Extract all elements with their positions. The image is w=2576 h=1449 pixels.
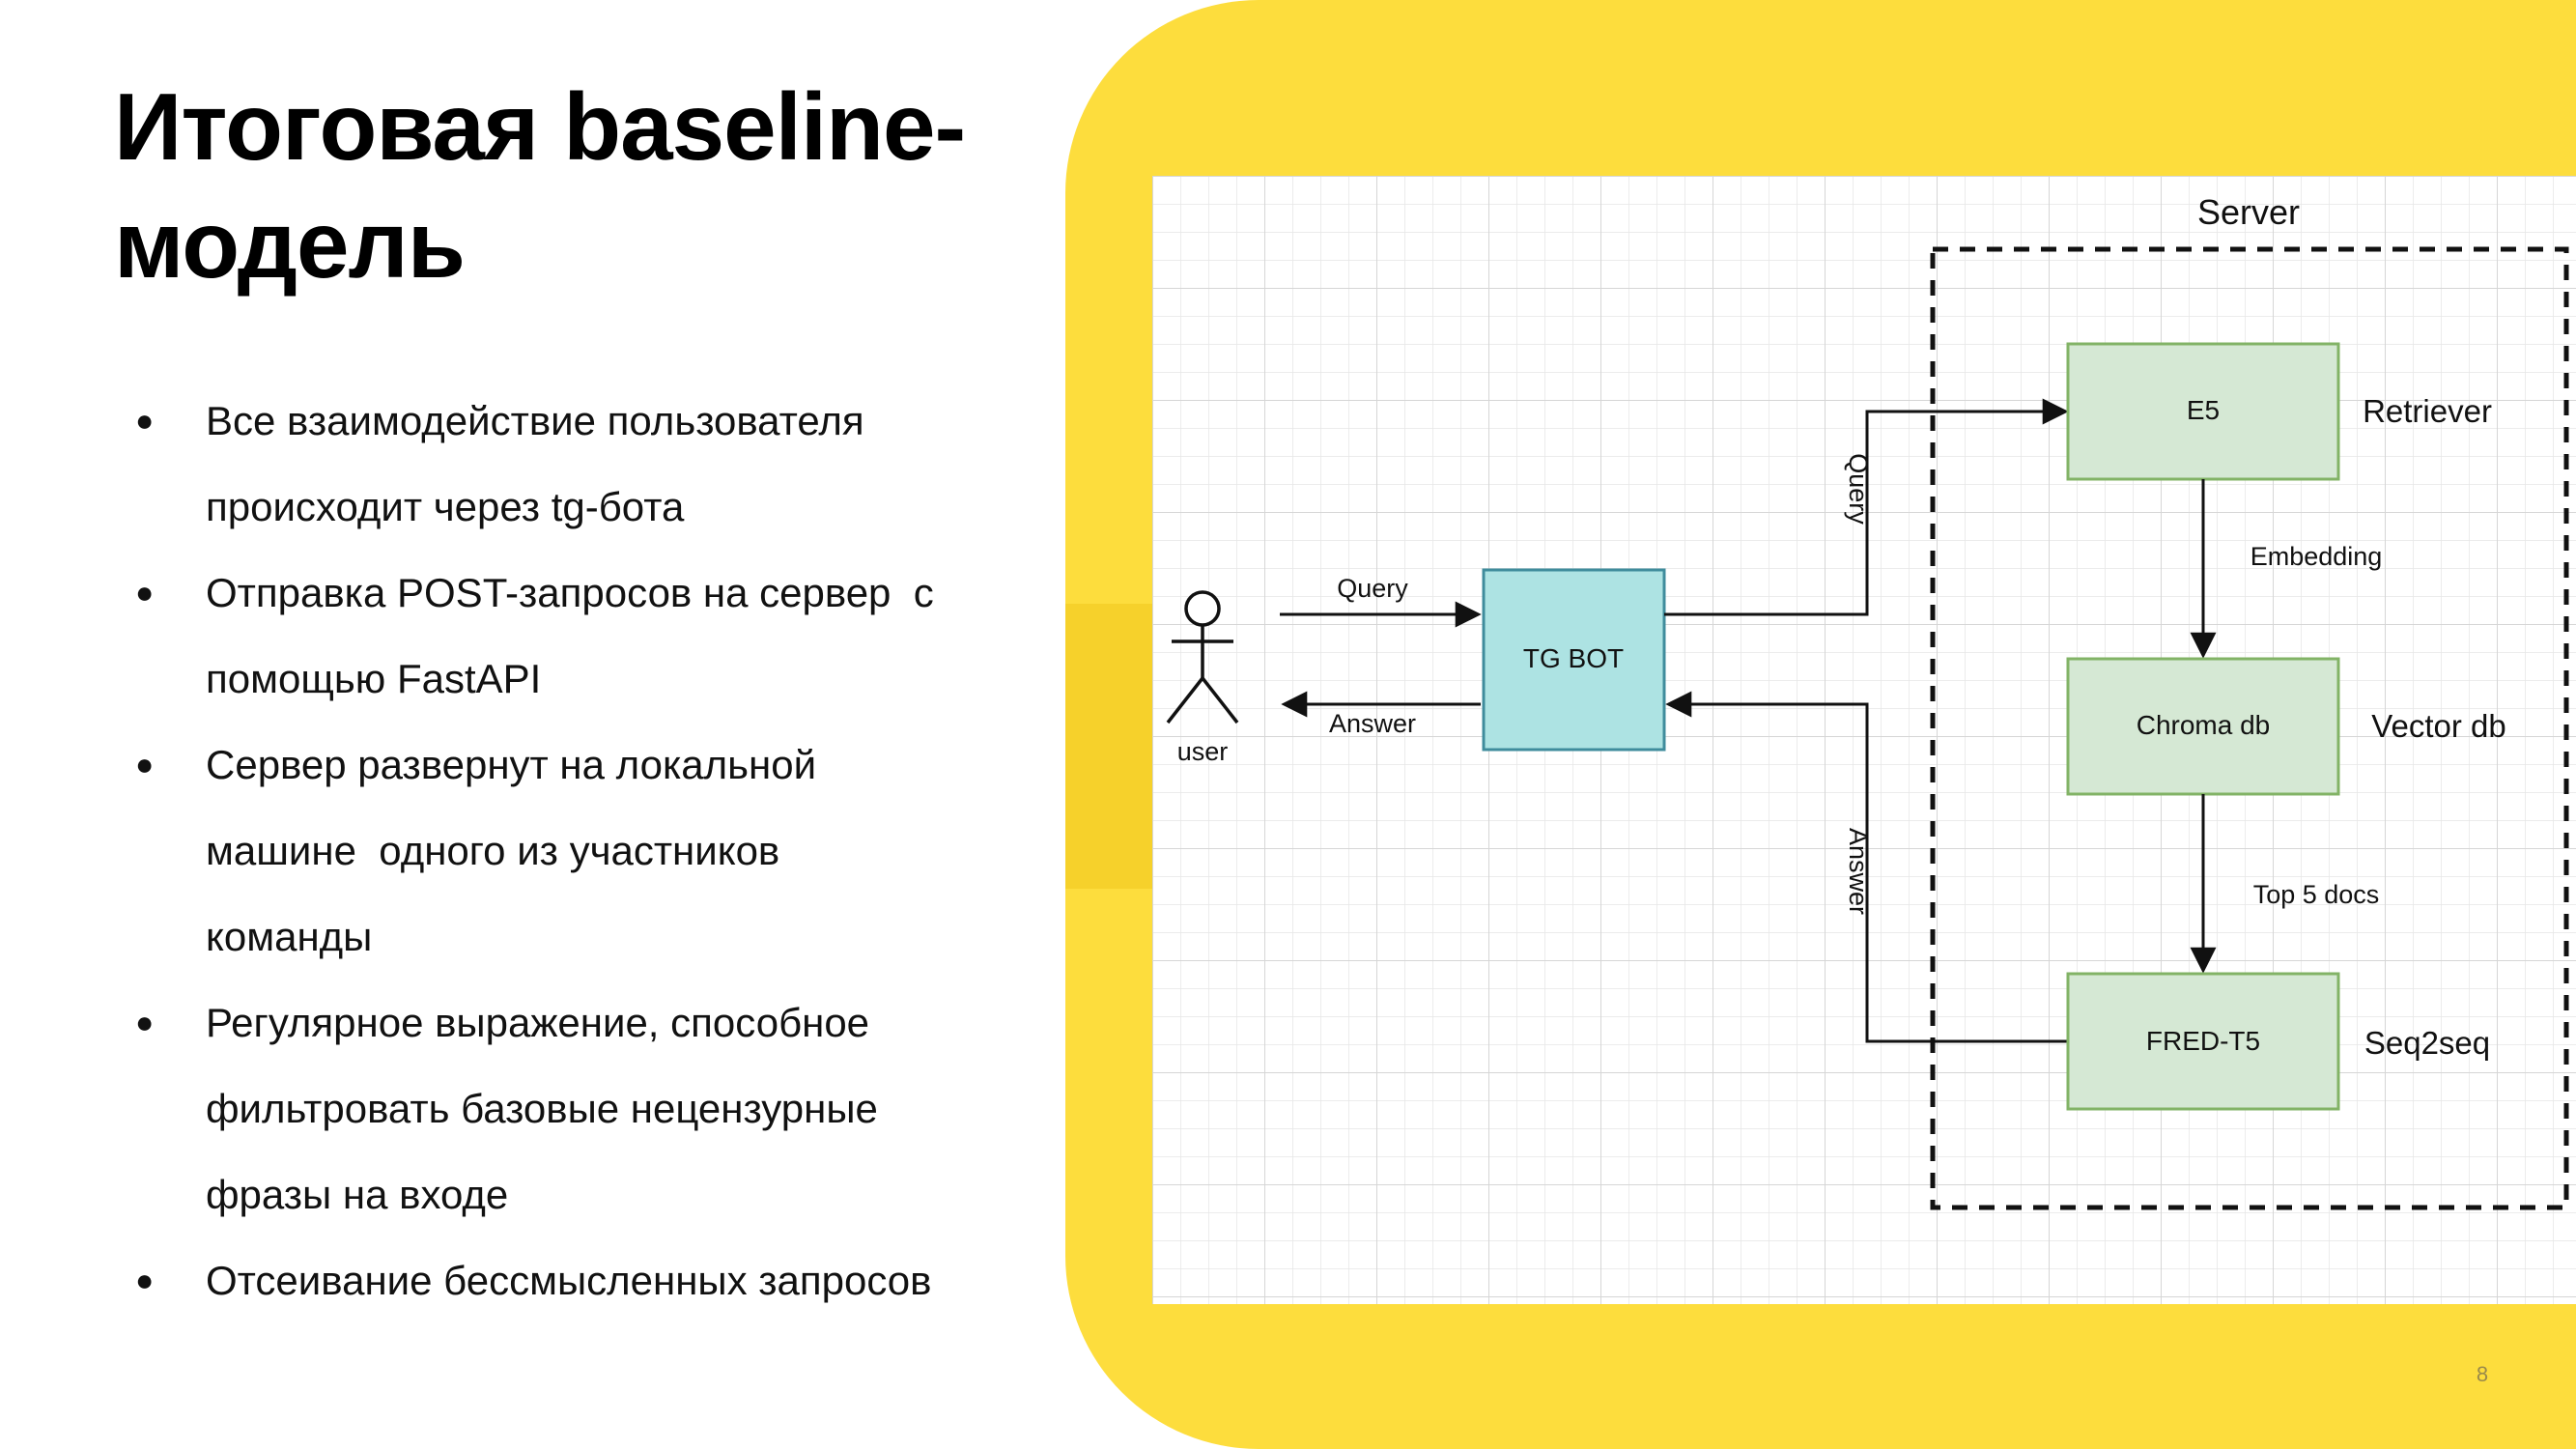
bullet-line: Отсеивание бессмысленных запросов <box>206 1258 932 1303</box>
diagram-canvas: Server user Query Answer TG BOT Query <box>1152 176 2576 1304</box>
bullet-line: происходит через tg-бота <box>206 484 685 529</box>
e5-label: E5 <box>2187 395 2220 425</box>
bullet-line: фильтровать базовые нецензурные <box>206 1086 878 1131</box>
e5-block <box>2066 342 2340 481</box>
user-actor-icon <box>1166 590 1239 724</box>
slide-title: Итоговая baseline- модель <box>114 68 1070 303</box>
user-label: user <box>1177 737 1229 766</box>
bullet-list: ● Все взаимодействие пользователя происх… <box>135 378 1033 1323</box>
bot-answer-label: Answer <box>1844 828 1873 915</box>
diagram-grid <box>1152 176 2576 1304</box>
bullet-item: ● Отсеивание бессмысленных запросов <box>135 1237 1033 1323</box>
bullet-item: ● Регулярное выражение, способное фильтр… <box>135 980 1033 1237</box>
tgbot-label: TG BOT <box>1523 643 1624 673</box>
bullet-dot-icon: ● <box>135 747 155 781</box>
server-label: Server <box>2197 192 2300 232</box>
bullet-line: Регулярное выражение, способное <box>206 1000 870 1045</box>
vectordb-label: Vector db <box>2371 708 2505 744</box>
bullet-line: помощью FastAPI <box>206 656 542 701</box>
bullet-item: ● Все взаимодействие пользователя происх… <box>135 378 1033 550</box>
retriever-label: Retriever <box>2363 393 2492 429</box>
bullet-dot-icon: ● <box>135 1005 155 1039</box>
embedding-label: Embedding <box>2250 542 2383 571</box>
seq2seq-label: Seq2seq <box>2364 1025 2490 1061</box>
tgbot-block <box>1482 568 1666 752</box>
bot-query-arrow <box>1664 398 2069 616</box>
bullet-line: Сервер развернут на локальной <box>206 742 817 787</box>
bullet-line: команды <box>206 914 373 959</box>
architecture-diagram: Server user Query Answer TG BOT Query <box>1152 176 2576 1304</box>
user-query-label: Query <box>1337 574 1408 603</box>
bullet-line: Все взаимодействие пользователя <box>206 398 864 443</box>
bullet-line: Отправка POST-запросов на сервер с <box>206 570 934 615</box>
bullet-item: ● Отправка POST-запросов на сервер с пом… <box>135 550 1033 722</box>
bullet-line: машине одного из участников <box>206 828 780 873</box>
chroma-label: Chroma db <box>2137 710 2271 740</box>
top5-label: Top 5 docs <box>2253 880 2380 909</box>
bullet-line: фразы на входе <box>206 1172 509 1217</box>
bot-answer-arrow <box>1665 691 2068 1043</box>
bullet-dot-icon: ● <box>135 1263 155 1297</box>
fred-label: FRED-T5 <box>2146 1026 2260 1056</box>
chroma-block <box>2066 657 2340 796</box>
bullet-dot-icon: ● <box>135 403 155 438</box>
user-answer-label: Answer <box>1329 709 1416 738</box>
fred-block <box>2066 972 2340 1111</box>
title-line-1: Итоговая baseline- <box>114 73 966 180</box>
title-line-2: модель <box>114 191 466 298</box>
bullet-item: ● Сервер развернут на локальной машине о… <box>135 722 1033 980</box>
yellow-accent-strip <box>1065 604 1152 889</box>
bot-query-label: Query <box>1844 453 1873 525</box>
page-number: 8 <box>2476 1362 2489 1386</box>
server-boundary <box>1930 246 2569 1210</box>
bullet-dot-icon: ● <box>135 575 155 610</box>
